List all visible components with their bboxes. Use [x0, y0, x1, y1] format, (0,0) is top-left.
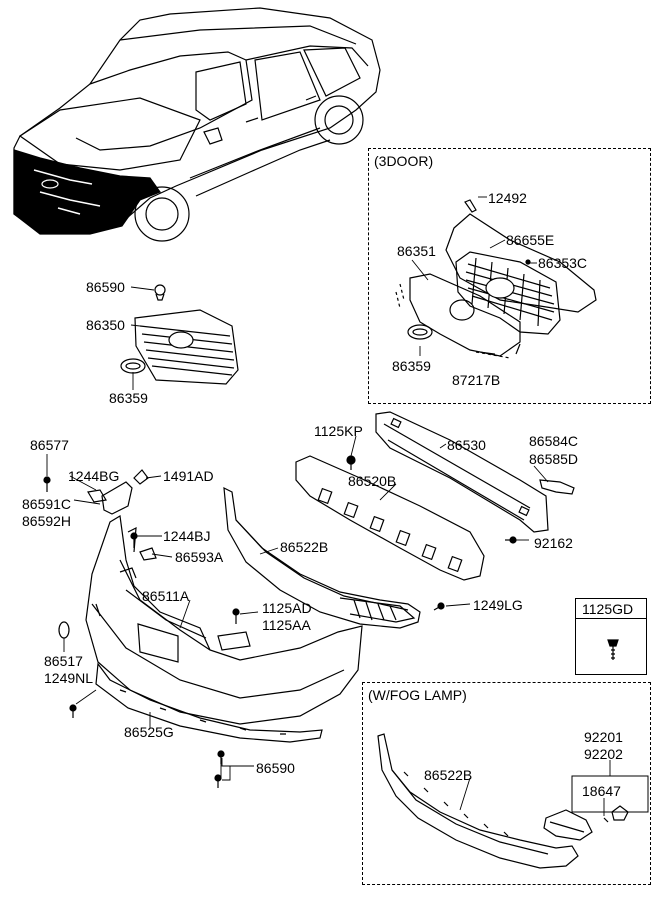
part-86525G-label: 86525G [124, 724, 174, 740]
part-1244BG-label: 1244BG [68, 468, 120, 484]
part-86590-top-label: 86590 [86, 279, 125, 295]
part-86590-bottom-label: 86590 [256, 760, 295, 776]
part-1125AA-label: 1125AA [262, 617, 311, 633]
part-1249NL-label: 1249NL [44, 670, 94, 686]
part-86353C-label: 86353C [538, 255, 588, 271]
part-18647-label: 18647 [582, 783, 621, 799]
part-86592H-label: 86592H [22, 513, 72, 529]
part-86350-label: 86350 [86, 317, 125, 333]
three-door-box [368, 148, 651, 404]
part-92201-label: 92201 [584, 729, 623, 745]
part-86591C-label: 86591C [22, 496, 72, 512]
car-illustration [13, 7, 381, 242]
part-1125AD-label: 1125AD [262, 600, 312, 616]
part-86584C-label: 86584C [529, 433, 579, 449]
part-86359-label: 86359 [109, 390, 148, 406]
part-87217B-label: 87217B [452, 372, 501, 388]
part-86359-3door-label: 86359 [392, 358, 431, 374]
grille-3door [395, 199, 597, 359]
grille-86350 [120, 284, 239, 385]
beam-86530 [346, 411, 549, 533]
part-86593A-label: 86593A [175, 549, 224, 565]
part-1491AD-label: 1491AD [163, 468, 214, 484]
fog-lamp-title: (W/FOG LAMP) [368, 687, 467, 703]
part-86585D-label: 86585D [529, 451, 579, 467]
lip-86525G [95, 662, 323, 743]
fog-lamp-assembly [377, 733, 629, 869]
bracket-86584C [505, 479, 575, 544]
bumper-cover-86511A [85, 515, 363, 725]
part-92162-label: 92162 [534, 535, 573, 551]
part-86577-label: 86577 [30, 437, 69, 453]
part-1249LG-label: 1249LG [473, 597, 523, 613]
part-86522B-label: 86522B [280, 539, 329, 555]
part-86511A-label: 86511A [142, 588, 190, 604]
part-86351-label: 86351 [397, 243, 436, 259]
part-1244BJ-label: 1244BJ [163, 528, 211, 544]
part-86530-label: 86530 [447, 437, 486, 453]
part-1125GD-label: 1125GD [582, 601, 634, 617]
part-1125KP-label: 1125KP [314, 423, 363, 439]
leader-lines [46, 196, 649, 816]
part-12492-label: 12492 [488, 190, 527, 206]
bolt-1125GD-icon [607, 639, 619, 660]
lower-grille-86522B [223, 486, 445, 629]
part-1125GD-header [575, 598, 647, 619]
fog-lamp-box [362, 682, 651, 885]
part-86655E-label: 86655E [506, 232, 555, 248]
side-brackets [43, 469, 240, 788]
part-86517-label: 86517 [44, 653, 83, 669]
absorber-86520B [295, 455, 485, 581]
part-86522B-fog-label: 86522B [424, 767, 473, 783]
three-door-title: (3DOOR) [374, 153, 434, 169]
part-92202-label: 92202 [584, 746, 623, 762]
part-86520B-label: 86520B [348, 473, 397, 489]
